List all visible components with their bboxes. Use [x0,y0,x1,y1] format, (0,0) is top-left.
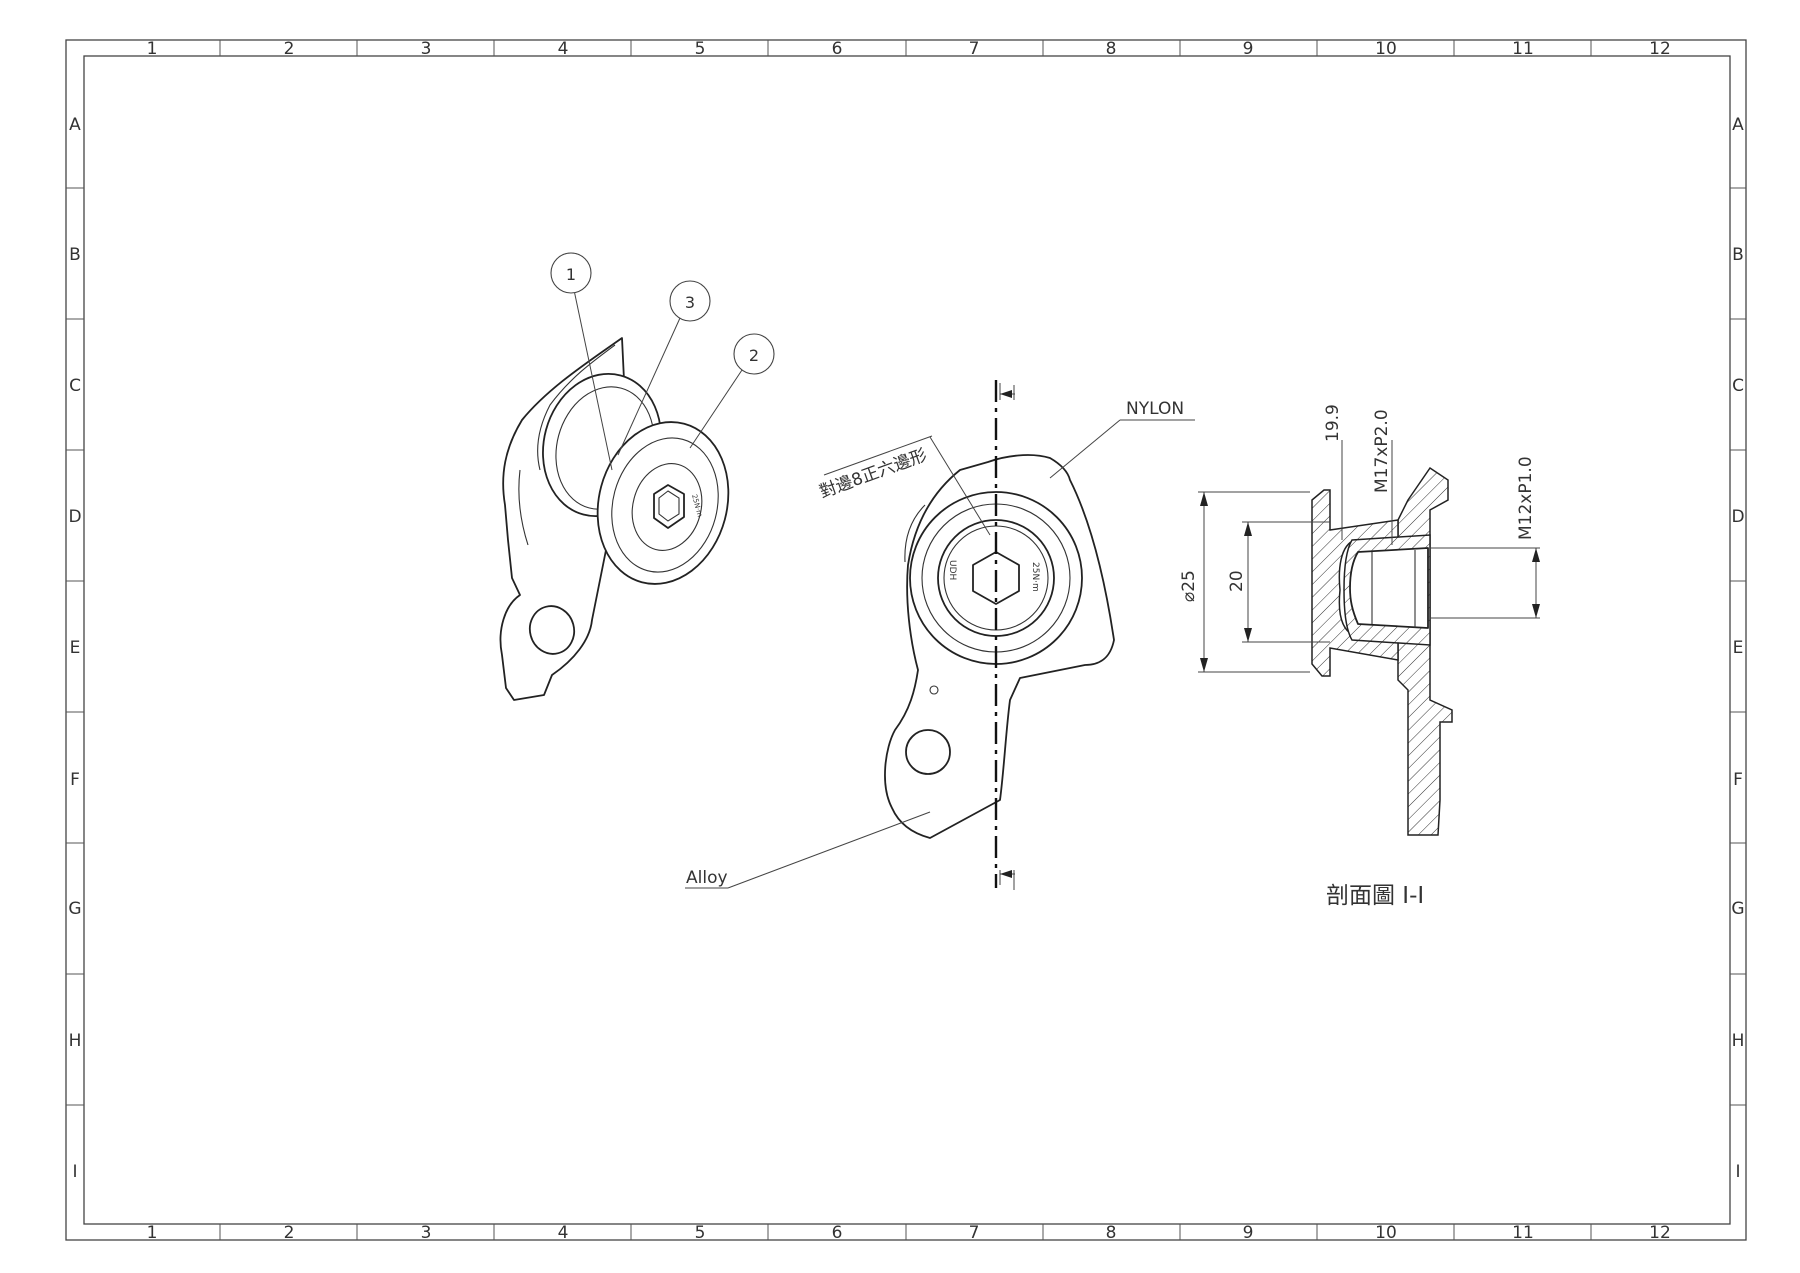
row-label-g: G [1731,899,1744,919]
col-label-2: 2 [284,39,295,59]
row-label-g: G [68,899,81,919]
row-label-h: H [1732,1031,1745,1051]
col-label-10: 10 [1375,39,1397,59]
drawing-border [65,39,1747,1241]
col-label-9: 9 [1243,39,1254,59]
row-label-d: D [1731,507,1744,527]
row-label-f: F [70,770,80,790]
row-label-f: F [1733,770,1743,790]
row-label-d: D [68,507,81,527]
col-label-4: 4 [558,39,569,59]
balloon-2-label: 2 [749,346,759,365]
row-labels-left: A B C D E F G H I [68,115,81,1182]
row-label-i: I [1735,1162,1740,1182]
col-label-7: 7 [969,1223,980,1243]
section-inner-bore [1349,547,1429,629]
zone-dividers [66,40,1746,1240]
col-label-11: 11 [1512,1223,1534,1243]
section-hanger-plate [1397,466,1453,836]
thread-large: M17xP2.0 [1372,409,1392,493]
section-dimensions: ⌀25 20 19.9 M17xP2.0 M12xP1.0 [1179,404,1540,673]
col-label-9: 9 [1243,1223,1254,1243]
section-view-title: 剖面圖 I-I [1326,883,1424,909]
front-engraving: 25N·m [1030,562,1040,592]
balloon-3: 3 [617,280,711,456]
col-label-8: 8 [1106,1223,1117,1243]
column-labels-top: 1 2 3 4 5 6 7 8 9 10 11 12 [147,39,1671,59]
section-marker-bottom [999,870,1015,890]
col-label-1: 1 [147,39,158,59]
row-label-a: A [1732,115,1744,135]
dim-inner: 20 [1227,570,1247,592]
row-labels-right: A B C D E F G H I [1731,115,1744,1182]
row-label-e: E [1733,638,1744,658]
col-label-2: 2 [284,1223,295,1243]
balloon-1-label: 1 [566,265,576,284]
thread-small: M12xP1.0 [1516,456,1536,540]
col-label-6: 6 [832,39,843,59]
row-label-c: C [69,376,81,396]
alloy-callout: Alloy [685,811,931,889]
row-label-b: B [1732,245,1744,265]
row-label-e: E [70,638,81,658]
col-label-5: 5 [695,1223,706,1243]
balloon-1: 1 [550,252,613,471]
row-label-h: H [69,1031,82,1051]
iso-lug-hole [528,605,576,655]
hex-note-text: 對邊8正六邊形 [817,445,930,502]
nylon-label: NYLON [1126,399,1184,419]
col-label-7: 7 [969,39,980,59]
col-label-6: 6 [832,1223,843,1243]
balloon-2: 2 [689,333,775,449]
col-label-10: 10 [1375,1223,1397,1243]
section-marker-top [999,383,1015,400]
dim-depth: 19.9 [1323,404,1343,442]
col-label-4: 4 [558,1223,569,1243]
dim-outer-diameter: ⌀25 [1179,570,1199,602]
front-view: 25N·m UDH [884,380,1115,890]
col-label-5: 5 [695,39,706,59]
col-label-1: 1 [147,1223,158,1243]
row-label-c: C [1732,376,1744,396]
front-lug-hole [905,729,951,775]
balloon-3-label: 3 [685,293,695,312]
row-label-i: I [72,1162,77,1182]
col-label-12: 12 [1649,39,1671,59]
nylon-callout: NYLON [1049,399,1195,479]
alloy-label: Alloy [686,868,728,888]
col-label-3: 3 [421,1223,432,1243]
col-label-3: 3 [421,39,432,59]
isometric-view: 25N·m [499,337,730,701]
section-view [1311,466,1453,836]
column-labels-bottom: 1 2 3 4 5 6 7 8 9 10 11 12 [147,1223,1671,1243]
col-label-8: 8 [1106,39,1117,59]
front-logo-engraving: UDH [947,560,957,580]
row-label-b: B [69,245,81,265]
col-label-12: 12 [1649,1223,1671,1243]
row-label-a: A [69,115,81,135]
col-label-11: 11 [1512,39,1534,59]
